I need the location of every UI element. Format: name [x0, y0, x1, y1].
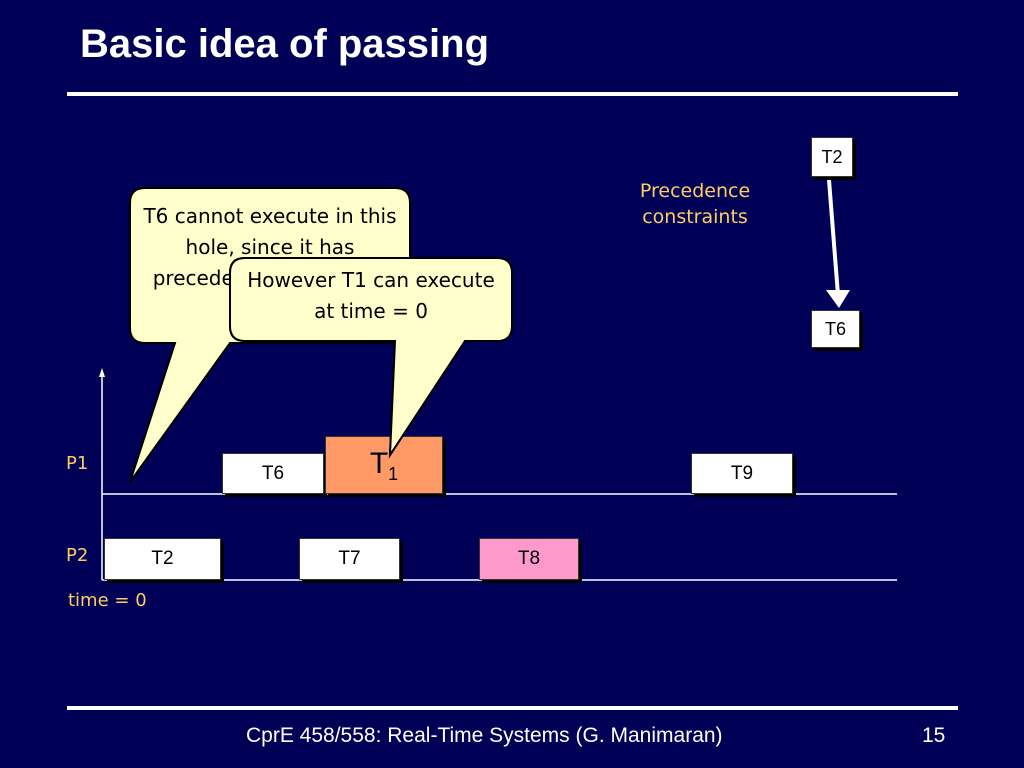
- p1-task-t9: T9: [691, 453, 793, 494]
- slide-title: Basic idea of passing: [80, 22, 490, 66]
- precedence-arrow: [827, 179, 840, 296]
- precedence-label: Precedence constraints: [639, 180, 751, 228]
- t1-subscript: 1: [388, 464, 399, 484]
- p1-task-t1: T1: [325, 436, 443, 494]
- p1-label: P1: [66, 453, 89, 474]
- page-number: 15: [922, 724, 946, 747]
- t1-name: T: [369, 447, 389, 480]
- p2-task-t8: T8: [479, 538, 579, 580]
- precedence-arrowhead: [826, 290, 850, 308]
- p2-task-t7: T7: [299, 538, 400, 580]
- time-zero-label: time = 0: [68, 590, 147, 611]
- precedence-task-t6: T6: [811, 310, 860, 348]
- callout-front-bubble-top: [229, 257, 513, 459]
- p2-label: P2: [66, 545, 89, 566]
- axis-arrowhead: [99, 368, 105, 377]
- footer-text: CprE 458/558: Real-Time Systems (G. Mani…: [246, 724, 723, 747]
- p2-task-t2: T2: [104, 538, 221, 580]
- p1-task-t6: T6: [222, 453, 324, 494]
- precedence-task-t2: T2: [811, 137, 853, 177]
- title-divider: [67, 92, 958, 96]
- footer-divider: [67, 706, 958, 710]
- callout-front-text: However T1 can execute at time = 0: [247, 268, 495, 323]
